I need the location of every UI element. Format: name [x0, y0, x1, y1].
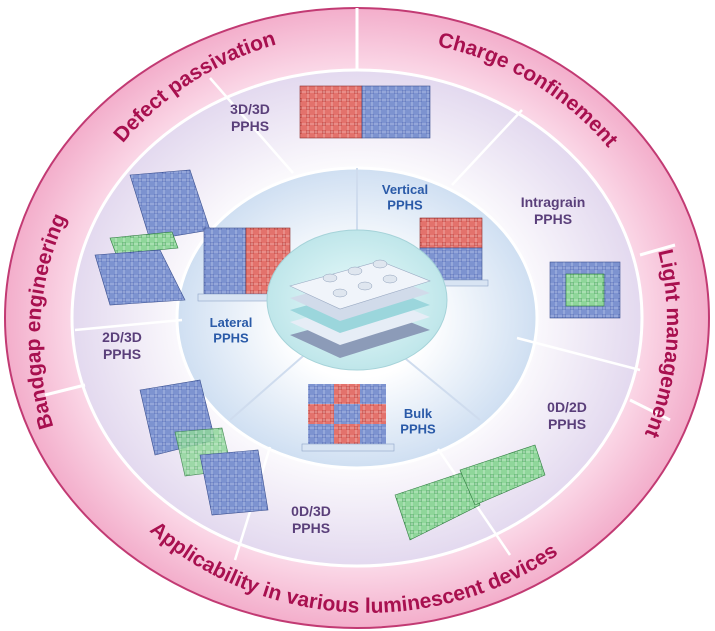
0d2d-crystal-image — [394, 444, 546, 541]
label-intragrain-pphs-line: Intragrain — [521, 194, 586, 210]
lateral-crystal-image — [197, 227, 297, 302]
label-0d2d-pphs-line: PPHS — [548, 416, 586, 432]
label-0d3d-pphs-line: 0D/3D — [291, 503, 331, 519]
label-2d3d-pphs-line: PPHS — [103, 346, 141, 362]
label-lateral-pphs-line: PPHS — [213, 331, 249, 346]
label-2d3d-pphs-line: 2D/3D — [102, 329, 142, 345]
2d3d-crystal-image — [94, 169, 211, 306]
label-lateral-pphs-line: Lateral — [210, 315, 253, 330]
label-3d3d-pphs-line: PPHS — [231, 118, 269, 134]
label-bulk-pphs-line: Bulk — [404, 406, 433, 421]
intragrain-crystal-image — [549, 261, 621, 319]
label-vertical-pphs-line: Vertical — [382, 182, 428, 197]
0d3d-crystal-image — [139, 379, 269, 516]
bulk-crystal-image — [301, 384, 395, 452]
label-0d2d-pphs-line: 0D/2D — [547, 399, 587, 415]
label-bulk-pphs-line: PPHS — [400, 422, 436, 437]
label-3d3d-pphs-line: 3D/3D — [230, 101, 270, 117]
label-0d3d-pphs-line: PPHS — [292, 520, 330, 536]
outer-ring-dividers — [44, 8, 676, 422]
label-vertical-pphs-line: PPHS — [387, 198, 423, 213]
3d3d-crystal-image — [299, 85, 431, 139]
central-device-image — [266, 229, 448, 371]
label-intragrain-pphs-line: PPHS — [534, 211, 572, 227]
